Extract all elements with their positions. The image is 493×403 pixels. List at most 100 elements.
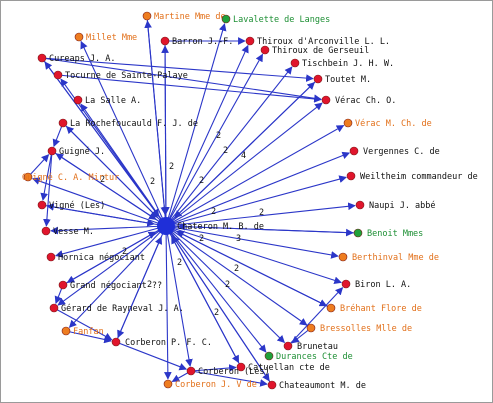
node-martine[interactable]: Martine Mme de bbox=[142, 11, 226, 22]
node-marker[interactable] bbox=[343, 118, 353, 128]
node-larochefoucauld[interactable]: La Rochefoucauld F. J. de bbox=[58, 118, 198, 129]
edge-catuellan-center bbox=[171, 235, 242, 368]
edge-cureaps-center bbox=[41, 57, 160, 217]
node-marker[interactable] bbox=[260, 45, 270, 55]
node-marker[interactable] bbox=[338, 252, 348, 262]
node-verac_o[interactable]: Vérac Ch. O. bbox=[321, 95, 396, 106]
node-marker[interactable] bbox=[321, 95, 331, 105]
node-grand_neg[interactable]: Grand négociant ?? bbox=[58, 280, 162, 291]
node-vesse[interactable]: Vesse M. bbox=[41, 226, 94, 237]
node-hornica[interactable]: Hornica négociant bbox=[46, 252, 145, 263]
node-millet[interactable]: Millet Mme bbox=[74, 32, 137, 43]
node-marker[interactable] bbox=[111, 337, 121, 347]
node-weiltheim[interactable]: Weiltheim commandeur de bbox=[346, 171, 478, 182]
edge-toutet-center bbox=[174, 78, 319, 219]
node-vigne[interactable]: Vigné (Les) bbox=[37, 200, 105, 211]
node-tocurne[interactable]: Tocurne de Sainte-Palaye bbox=[53, 70, 188, 81]
node-marker[interactable] bbox=[221, 14, 231, 24]
node-brunetau[interactable]: Brunetau bbox=[283, 341, 338, 352]
edge-benoit-center bbox=[177, 222, 359, 234]
edge-guigne-vigne bbox=[40, 150, 53, 201]
edge-weight-label: 2 bbox=[199, 234, 204, 244]
node-label: Berthinval Mme de bbox=[352, 253, 439, 263]
node-benoit[interactable]: Benoit Mmes bbox=[353, 228, 423, 239]
node-marker[interactable] bbox=[160, 36, 170, 46]
node-marker[interactable] bbox=[163, 379, 173, 389]
node-marker[interactable] bbox=[142, 11, 152, 21]
node-corberon_jv[interactable]: Corberon J. V de bbox=[163, 379, 257, 390]
node-bressolles[interactable]: Bressolles Mlle de bbox=[306, 323, 412, 334]
edge-center-lasalle bbox=[80, 103, 167, 227]
node-gerard[interactable]: Gérard de Rayneval J. A. bbox=[49, 303, 184, 314]
edge-weight-label: 2 bbox=[100, 175, 105, 185]
edge-weight-label: 2 bbox=[214, 308, 219, 318]
edge-guigne_cm-guigne bbox=[27, 154, 50, 178]
node-marker[interactable] bbox=[37, 200, 47, 210]
node-marker[interactable] bbox=[326, 303, 336, 313]
node-label: Bréhant Flore de bbox=[340, 303, 422, 314]
node-fanfan[interactable]: Fanfan bbox=[61, 326, 104, 337]
node-marker[interactable] bbox=[267, 380, 277, 390]
node-marker[interactable] bbox=[37, 53, 47, 63]
node-label: Vérac M. Ch. de bbox=[355, 118, 432, 129]
node-marker[interactable] bbox=[349, 146, 359, 156]
edge-brunetau-biron bbox=[287, 287, 344, 347]
node-durances[interactable]: Durances Cte de bbox=[264, 351, 353, 362]
node-marker[interactable] bbox=[355, 200, 365, 210]
node-marker[interactable] bbox=[47, 146, 57, 156]
node-corberon_pfc[interactable]: Corberon P. F. C. bbox=[111, 337, 212, 348]
center-node[interactable]: Chateron M. B. de bbox=[157, 217, 264, 235]
node-marker[interactable] bbox=[283, 341, 293, 351]
node-marker[interactable] bbox=[61, 326, 71, 336]
edge-weight-label: 2 bbox=[150, 177, 155, 187]
node-marker[interactable] bbox=[353, 228, 363, 238]
node-thiroux_arc[interactable]: Thiroux d'Arconville L. L. bbox=[245, 36, 390, 47]
node-tischbein[interactable]: Tischbein J. H. W. bbox=[290, 58, 394, 69]
node-verac_mch[interactable]: Vérac M. Ch. de bbox=[343, 118, 432, 129]
node-berthinval[interactable]: Berthinval Mme de bbox=[338, 252, 439, 263]
node-marker[interactable] bbox=[58, 280, 68, 290]
node-corberon_les[interactable]: Corberon (Les) bbox=[186, 366, 270, 377]
node-marker[interactable] bbox=[186, 366, 196, 376]
node-lavalette[interactable]: Lavalette de Langes bbox=[221, 14, 330, 25]
node-vergennes[interactable]: Vergennes C. de bbox=[349, 146, 440, 157]
node-chateaumont[interactable]: Chateaumont M. de bbox=[267, 380, 366, 391]
node-brehant[interactable]: Bréhant Flore de bbox=[326, 303, 422, 314]
edge-center-verac_mch bbox=[165, 124, 345, 227]
edge-center-weiltheim bbox=[165, 175, 347, 227]
node-marker[interactable] bbox=[49, 303, 59, 313]
node-guigne[interactable]: Guigné J. bbox=[47, 146, 105, 157]
node-toutet[interactable]: Toutet M. bbox=[313, 74, 371, 85]
center-marker[interactable] bbox=[157, 217, 175, 235]
node-marker[interactable] bbox=[341, 279, 351, 289]
edge-center-guigne_cm bbox=[31, 177, 167, 227]
node-naupi[interactable]: Naupi J. abbé bbox=[355, 200, 436, 211]
node-catuellan[interactable]: Catuellan cte de bbox=[236, 362, 330, 373]
node-marker[interactable] bbox=[313, 74, 323, 84]
node-marker[interactable] bbox=[236, 362, 246, 372]
node-marker[interactable] bbox=[346, 171, 356, 181]
node-marker[interactable] bbox=[245, 36, 255, 46]
node-marker[interactable] bbox=[58, 118, 68, 128]
node-marker[interactable] bbox=[290, 58, 300, 68]
node-guigne_cm[interactable]: Guigné C. A. Mirtur bbox=[22, 172, 119, 183]
node-marker[interactable] bbox=[46, 252, 56, 262]
node-lasalle[interactable]: La Salle A. bbox=[73, 95, 141, 106]
node-thiroux_ger[interactable]: Thiroux de Gerseuil bbox=[260, 45, 369, 56]
node-marker[interactable] bbox=[23, 172, 33, 182]
edge-center-hornica bbox=[55, 225, 167, 258]
node-marker[interactable] bbox=[73, 95, 83, 105]
node-label: La Rochefoucauld F. J. de bbox=[70, 119, 198, 129]
node-marker[interactable] bbox=[74, 32, 84, 42]
node-biron[interactable]: Biron L. A. bbox=[341, 279, 411, 290]
edge-weight-label: 2 bbox=[147, 280, 152, 290]
edge-guigne-vesse bbox=[43, 150, 53, 227]
node-marker[interactable] bbox=[41, 226, 51, 236]
node-marker[interactable] bbox=[53, 70, 63, 80]
edge-center-corberon_les bbox=[165, 225, 193, 367]
node-marker[interactable] bbox=[264, 351, 274, 361]
node-barron[interactable]: Barron J.-F. bbox=[160, 36, 233, 47]
node-marker[interactable] bbox=[306, 323, 316, 333]
node-label: Thiroux d'Arconville L. L. bbox=[257, 37, 390, 47]
node-cureaps[interactable]: Cureaps J. A. bbox=[37, 53, 116, 64]
